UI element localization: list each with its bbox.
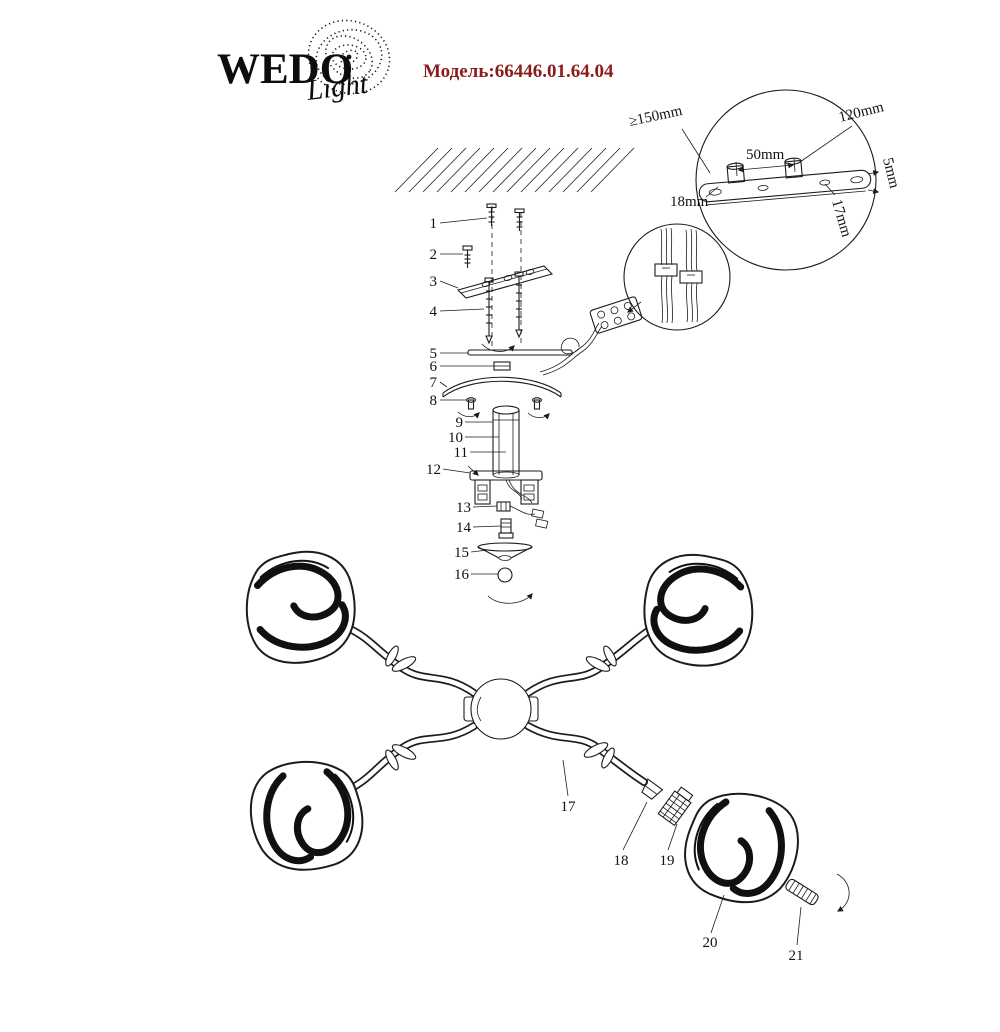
rotate-arrow-ring — [836, 873, 850, 912]
brand-sub: Light — [304, 68, 371, 107]
part-label-4: 4 — [430, 304, 438, 320]
part-label-2: 2 — [430, 247, 438, 263]
part-mounting-bracket — [456, 265, 554, 299]
part-label-19: 19 — [660, 853, 675, 869]
part-label-21: 21 — [789, 948, 804, 964]
part-canopy — [442, 376, 562, 398]
part-label-16: 16 — [454, 567, 470, 583]
part-label-7: 7 — [430, 375, 438, 391]
part-long-screws — [484, 271, 524, 345]
model-label: Модель:66446.01.64.04 — [423, 61, 614, 82]
dim-length: 120mm — [837, 99, 886, 126]
dim-left-offset: 18mm — [670, 194, 709, 210]
shade-upper-left — [241, 547, 360, 668]
supply-wire — [539, 322, 600, 373]
part-label-13: 13 — [456, 500, 471, 516]
part-label-6: 6 — [430, 359, 438, 375]
brand-wordmark: WEDO — [217, 46, 353, 93]
shade-lower-left — [245, 754, 369, 876]
part-strain-block — [493, 361, 511, 371]
socket-cup — [641, 778, 664, 800]
part-ceiling-plate — [467, 349, 573, 356]
part-label-12: 12 — [426, 462, 441, 478]
part-finial-ball — [497, 567, 513, 583]
part-stem-tube — [492, 405, 520, 479]
shade-lower-right — [675, 782, 808, 914]
part-canopy-bolts — [457, 397, 550, 420]
part-label-11: 11 — [454, 445, 468, 461]
exploded-view: 1 2 3 4 5 6 7 8 9 10 11 12 13 14 15 16 — [426, 203, 573, 604]
part-label-15: 15 — [454, 545, 469, 561]
dim-hole-spacing: 50mm — [746, 147, 785, 163]
assembly-leader-lines — [562, 759, 802, 946]
chandelier-assembly: 17 18 19 20 21 — [241, 547, 850, 964]
mounting-bar — [698, 157, 872, 206]
rotate-arrow-bracket — [481, 343, 515, 352]
part-finial-dish — [477, 542, 533, 561]
wire-detail-circle — [623, 223, 731, 331]
part-label-17: 17 — [561, 799, 577, 815]
leaf-ornaments — [385, 645, 617, 771]
part-label-14: 14 — [456, 520, 472, 536]
part-label-1: 1 — [430, 216, 438, 232]
lamp-socket — [657, 786, 694, 827]
wire-bundle — [654, 227, 703, 324]
terminal-block — [589, 296, 643, 334]
part-label-9: 9 — [456, 415, 464, 431]
center-body — [463, 678, 539, 740]
detail-circle — [695, 89, 877, 271]
shade-upper-right — [641, 552, 757, 669]
dim-min-clearance: ≥150mm — [628, 103, 685, 130]
part-label-20: 20 — [703, 935, 718, 951]
wiring-detail — [539, 223, 731, 376]
part-label-10: 10 — [448, 430, 463, 446]
part-nut-connector — [496, 501, 549, 529]
part-mounting-cross — [467, 465, 543, 505]
part-label-18: 18 — [614, 853, 629, 869]
dim-thickness: 5mm — [879, 156, 902, 190]
brand-logo: WEDO Light — [217, 19, 391, 107]
part-anchor-screws — [486, 203, 525, 231]
rotate-arrow-finial — [487, 593, 533, 604]
leader-lines — [439, 217, 506, 575]
part-label-3: 3 — [430, 274, 438, 290]
part-threaded-stem — [498, 518, 514, 539]
wire-loop — [560, 337, 581, 355]
dim-right-offset: 17mm — [828, 198, 854, 240]
mounting-dimensions-detail: 50mm 120mm ≥150mm 5mm 18mm 17mm — [628, 89, 902, 271]
ceiling-hatch — [394, 147, 635, 193]
retaining-ring — [785, 878, 819, 906]
assembly-instruction-sheet: WEDO Light Модель:66446.01.64.04 — [40, 16, 1000, 1016]
part-screw — [462, 245, 473, 268]
part-label-5: 5 — [430, 346, 438, 362]
part-label-8: 8 — [430, 393, 438, 409]
